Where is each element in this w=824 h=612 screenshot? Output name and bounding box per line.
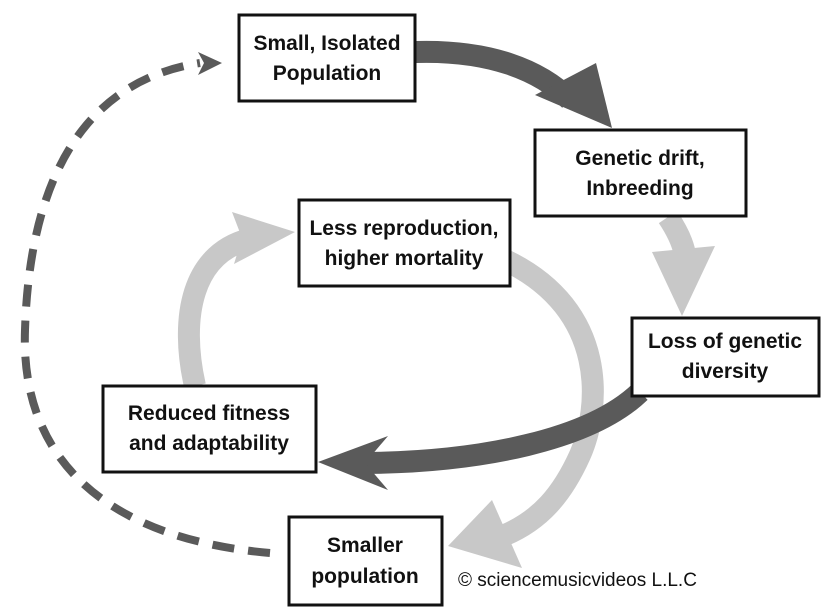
node-label-line2: population — [311, 565, 418, 588]
node-label-line2: diversity — [682, 360, 769, 383]
arrow-smaller-to-small-isolated — [20, 59, 271, 557]
arrow-loss-diversity-to-reduced-fitness — [364, 383, 648, 474]
copyright-credit: © sciencemusicvideos L.L.C — [458, 570, 697, 591]
node-label-line2: Inbreeding — [586, 177, 693, 200]
node-loss-of-genetic-diversity: Loss of genetic diversity — [630, 316, 821, 398]
node-label-line1: Smaller — [327, 534, 403, 557]
arrowhead-dark-left — [318, 436, 388, 490]
node-smaller-population: Smaller population — [287, 515, 444, 607]
node-label-line1: Reduced fitness — [128, 402, 290, 425]
node-label-line1: Loss of genetic — [648, 330, 802, 353]
node-label-line1: Genetic drift, — [575, 147, 705, 170]
node-genetic-drift: Genetic drift, Inbreeding — [533, 128, 748, 218]
node-less-reproduction: Less reproduction, higher mortality — [297, 198, 512, 288]
node-label-line2: Population — [273, 62, 382, 85]
node-label-line1: Less reproduction, — [309, 217, 498, 240]
arrow-less-reproduction-to-smaller — [500, 250, 604, 546]
arrowhead-light-left — [232, 212, 295, 264]
node-reduced-fitness: Reduced fitness and adaptability — [101, 384, 318, 474]
arrowhead-light-bottom — [448, 500, 522, 568]
node-label-line2: and adaptability — [129, 432, 289, 455]
arrowhead-dashed — [198, 52, 222, 75]
arrowhead-light-right — [652, 246, 715, 316]
arrow-reduced-fitness-to-less-reproduction — [177, 227, 258, 389]
node-label-line2: higher mortality — [325, 247, 484, 270]
node-label-line1: Small, Isolated — [253, 32, 400, 55]
node-small-isolated-population: Small, Isolated Population — [237, 13, 417, 103]
arrowhead-dark-top — [535, 63, 612, 128]
